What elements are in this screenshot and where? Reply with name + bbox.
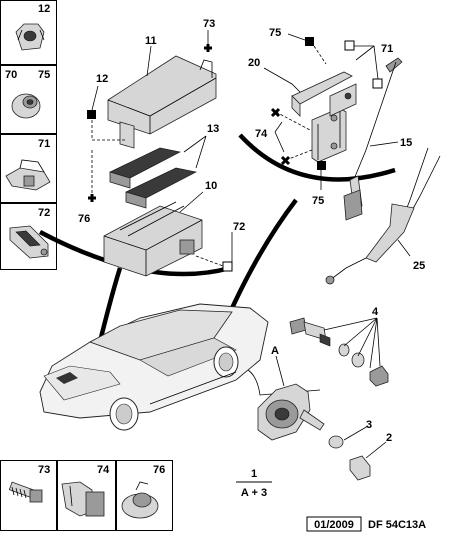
bracket-part-icon [9,225,49,259]
valve-kit-4 [289,317,389,387]
marker-open-square-72 [222,261,233,272]
marker-square-75-top [305,37,314,46]
legend-top: 1 [251,468,257,480]
callout-76: 76 [78,213,90,225]
fastener-markers-right [270,37,383,170]
ecu-cover-11 [107,55,217,149]
inset-75-label: 75 [38,69,50,81]
callout-71: 71 [381,43,393,55]
fastener-markers-left [87,44,233,272]
inset-76-label: 76 [153,464,165,476]
reference-footer: 01/2009 DF 54C13A [306,516,426,532]
leader-lines-right [263,33,411,257]
callout-4: 4 [372,306,379,318]
stud-bolt-icon [8,481,43,503]
marker-cross-74b [280,155,291,166]
callout-13: 13 [207,123,219,135]
legend-bottom: A + 3 [241,487,267,499]
marker-square-75-bottom [317,161,326,170]
tpms-sensor-A [257,383,325,441]
clip-nut-icon [61,481,105,517]
callout-12: 12 [96,73,108,85]
marker-open-square-71a [344,40,355,51]
assembly-legend: 1 A + 3 [236,468,272,499]
reference-date: 01/2009 [314,519,354,531]
cable-harness-25 [325,147,441,285]
callout-A: A [271,345,279,357]
bracket-assembly-20 [291,71,357,163]
marker-cross-73 [204,44,212,52]
control-module-10 [103,201,203,277]
marker-cross-76 [88,194,96,202]
curve-right-module [238,133,396,182]
inset-box-71 [0,134,57,203]
leader-lines-left [91,30,233,267]
marker-open-square-71b [372,78,383,89]
leader-lines-sensor [275,317,387,459]
reference-code: DF 54C13A [368,519,426,531]
nut-part-icon [15,23,45,51]
left-inset-column: 12 70 75 71 72 [0,0,57,270]
callout-72: 72 [233,221,245,233]
bottom-inset-row: 73 74 76 [0,460,173,531]
inset-73-label: 73 [38,464,50,476]
inset-71-label: 71 [38,138,50,150]
car-illustration [39,303,269,431]
flange-screw-icon [121,481,159,519]
callout-2: 2 [386,432,392,444]
callout-75-top: 75 [269,27,281,39]
callout-labels: 73 11 12 13 10 76 72 75 71 20 74 75 15 2… [78,18,425,444]
cap-3 [328,435,344,449]
foam-pads-13 [109,147,197,209]
callout-73: 73 [203,18,215,30]
cap-2 [349,455,371,481]
antenna-15 [343,57,403,221]
washer-nut-icon [11,93,41,119]
callout-15: 15 [400,137,412,149]
inset-70-label: 70 [5,69,17,81]
callout-25: 25 [413,260,425,272]
marker-square-12 [87,110,96,119]
date-box [306,516,362,532]
inset-12-label: 12 [38,3,50,15]
callout-10: 10 [205,180,217,192]
callout-20: 20 [248,57,260,69]
inset-74-label: 74 [97,464,110,476]
marker-cross-74a [270,107,281,118]
callout-11: 11 [145,35,157,47]
inset-72-label: 72 [38,207,50,219]
callout-3: 3 [366,419,372,431]
callout-75-bottom: 75 [312,195,324,207]
clip-part-icon [5,159,51,191]
callout-74: 74 [255,128,268,140]
